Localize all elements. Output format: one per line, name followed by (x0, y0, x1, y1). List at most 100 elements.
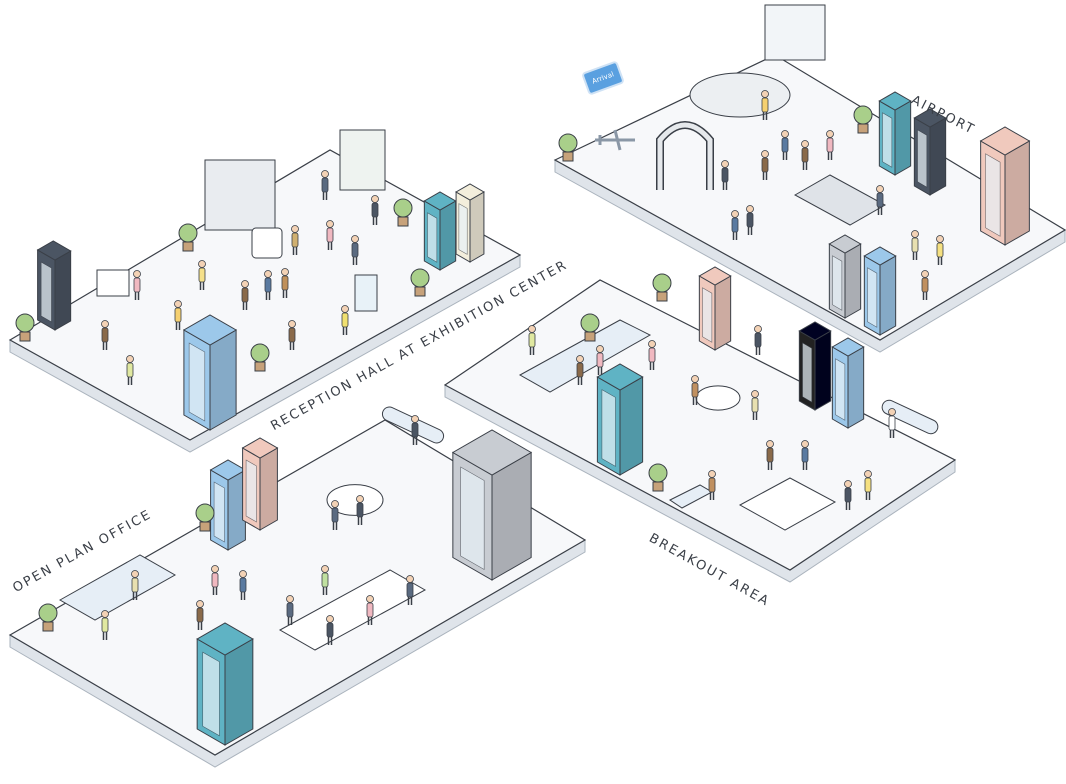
person-body (721, 167, 729, 183)
person-head (888, 408, 896, 416)
plant-leaves (410, 268, 430, 288)
long-table (738, 477, 837, 531)
plant-leaves (648, 463, 668, 483)
booth-glass (245, 459, 257, 523)
person-head (708, 470, 716, 478)
person-body (241, 287, 249, 303)
person-body (101, 617, 109, 633)
person-body (911, 237, 919, 253)
booth-glass (427, 212, 438, 263)
person-head (411, 415, 419, 423)
person-body (801, 447, 809, 463)
plant-leaves (38, 603, 58, 623)
booth-glass (985, 153, 1001, 237)
person-body (761, 157, 769, 173)
person-head (721, 160, 729, 168)
person-head (321, 565, 329, 573)
person-head (286, 595, 294, 603)
person-body (876, 192, 884, 208)
person-body (648, 347, 656, 363)
person-head (211, 565, 219, 573)
reception-desk (96, 269, 130, 297)
person-head (291, 225, 299, 233)
booth-top (455, 183, 485, 201)
person-head (326, 220, 334, 228)
booth-right (894, 100, 912, 176)
person-body (174, 307, 182, 323)
booth-glass (460, 466, 485, 571)
person-body (101, 327, 109, 343)
booth-right (879, 255, 897, 336)
bar-table (881, 399, 939, 435)
person-body (196, 607, 204, 623)
person-body (936, 242, 944, 258)
person-body (326, 227, 334, 243)
person-head (528, 325, 536, 333)
person-body (528, 332, 536, 348)
person-head (174, 300, 182, 308)
person-head (239, 570, 247, 578)
person-head (801, 140, 809, 148)
person-body (746, 212, 754, 228)
plant-leaves (853, 105, 873, 125)
booth-right (619, 376, 644, 476)
person-head (264, 270, 272, 278)
person-body (596, 352, 604, 368)
person-body (691, 382, 699, 398)
person-body (264, 277, 272, 293)
plant-pot (199, 521, 211, 532)
airplane-icon (595, 129, 635, 151)
person-body (211, 572, 219, 588)
booth-glass (40, 261, 52, 323)
person-head (761, 90, 769, 98)
person-body (351, 242, 359, 258)
booth-top (913, 108, 947, 128)
desk-cluster (278, 569, 427, 651)
plant-leaves (393, 198, 413, 218)
person-body (133, 277, 141, 293)
person-body (781, 137, 789, 153)
booth-top (863, 246, 897, 266)
person-body (198, 267, 206, 283)
baggage-carousel (689, 72, 791, 118)
person-head (321, 170, 329, 178)
booth-right (714, 275, 732, 351)
person-body (411, 422, 419, 438)
person-head (746, 205, 754, 213)
person-body (286, 602, 294, 618)
booth-glass (601, 389, 616, 467)
person-body (826, 137, 834, 153)
person-head (751, 390, 759, 398)
booth-top (979, 126, 1031, 156)
booth-glass (702, 287, 713, 343)
waiting-seats (793, 174, 887, 226)
person-head (648, 340, 656, 348)
plant-pot (414, 286, 426, 297)
booth-top (828, 234, 862, 254)
person-head (761, 150, 769, 158)
plant-pot (584, 331, 596, 342)
booth-glass (458, 203, 468, 255)
person-body (754, 332, 762, 348)
person-head (341, 305, 349, 313)
person-body (291, 232, 299, 248)
booth-right (929, 117, 947, 196)
booth-glass (835, 358, 846, 421)
person-body (326, 622, 334, 638)
kiosk (354, 274, 378, 312)
booth-top (878, 91, 912, 111)
person-head (101, 610, 109, 618)
booth-glass (213, 481, 225, 543)
plant-pot (397, 216, 409, 227)
booth-right (1004, 140, 1030, 246)
plant-leaves (250, 343, 270, 363)
booth-top (451, 429, 533, 476)
person-body (801, 147, 809, 163)
plant-leaves (652, 273, 672, 293)
info-stand (339, 129, 386, 191)
booth-top (182, 314, 238, 346)
person-head (366, 595, 374, 603)
booth-right (844, 243, 862, 319)
booth-top (36, 240, 72, 261)
person-head (754, 325, 762, 333)
